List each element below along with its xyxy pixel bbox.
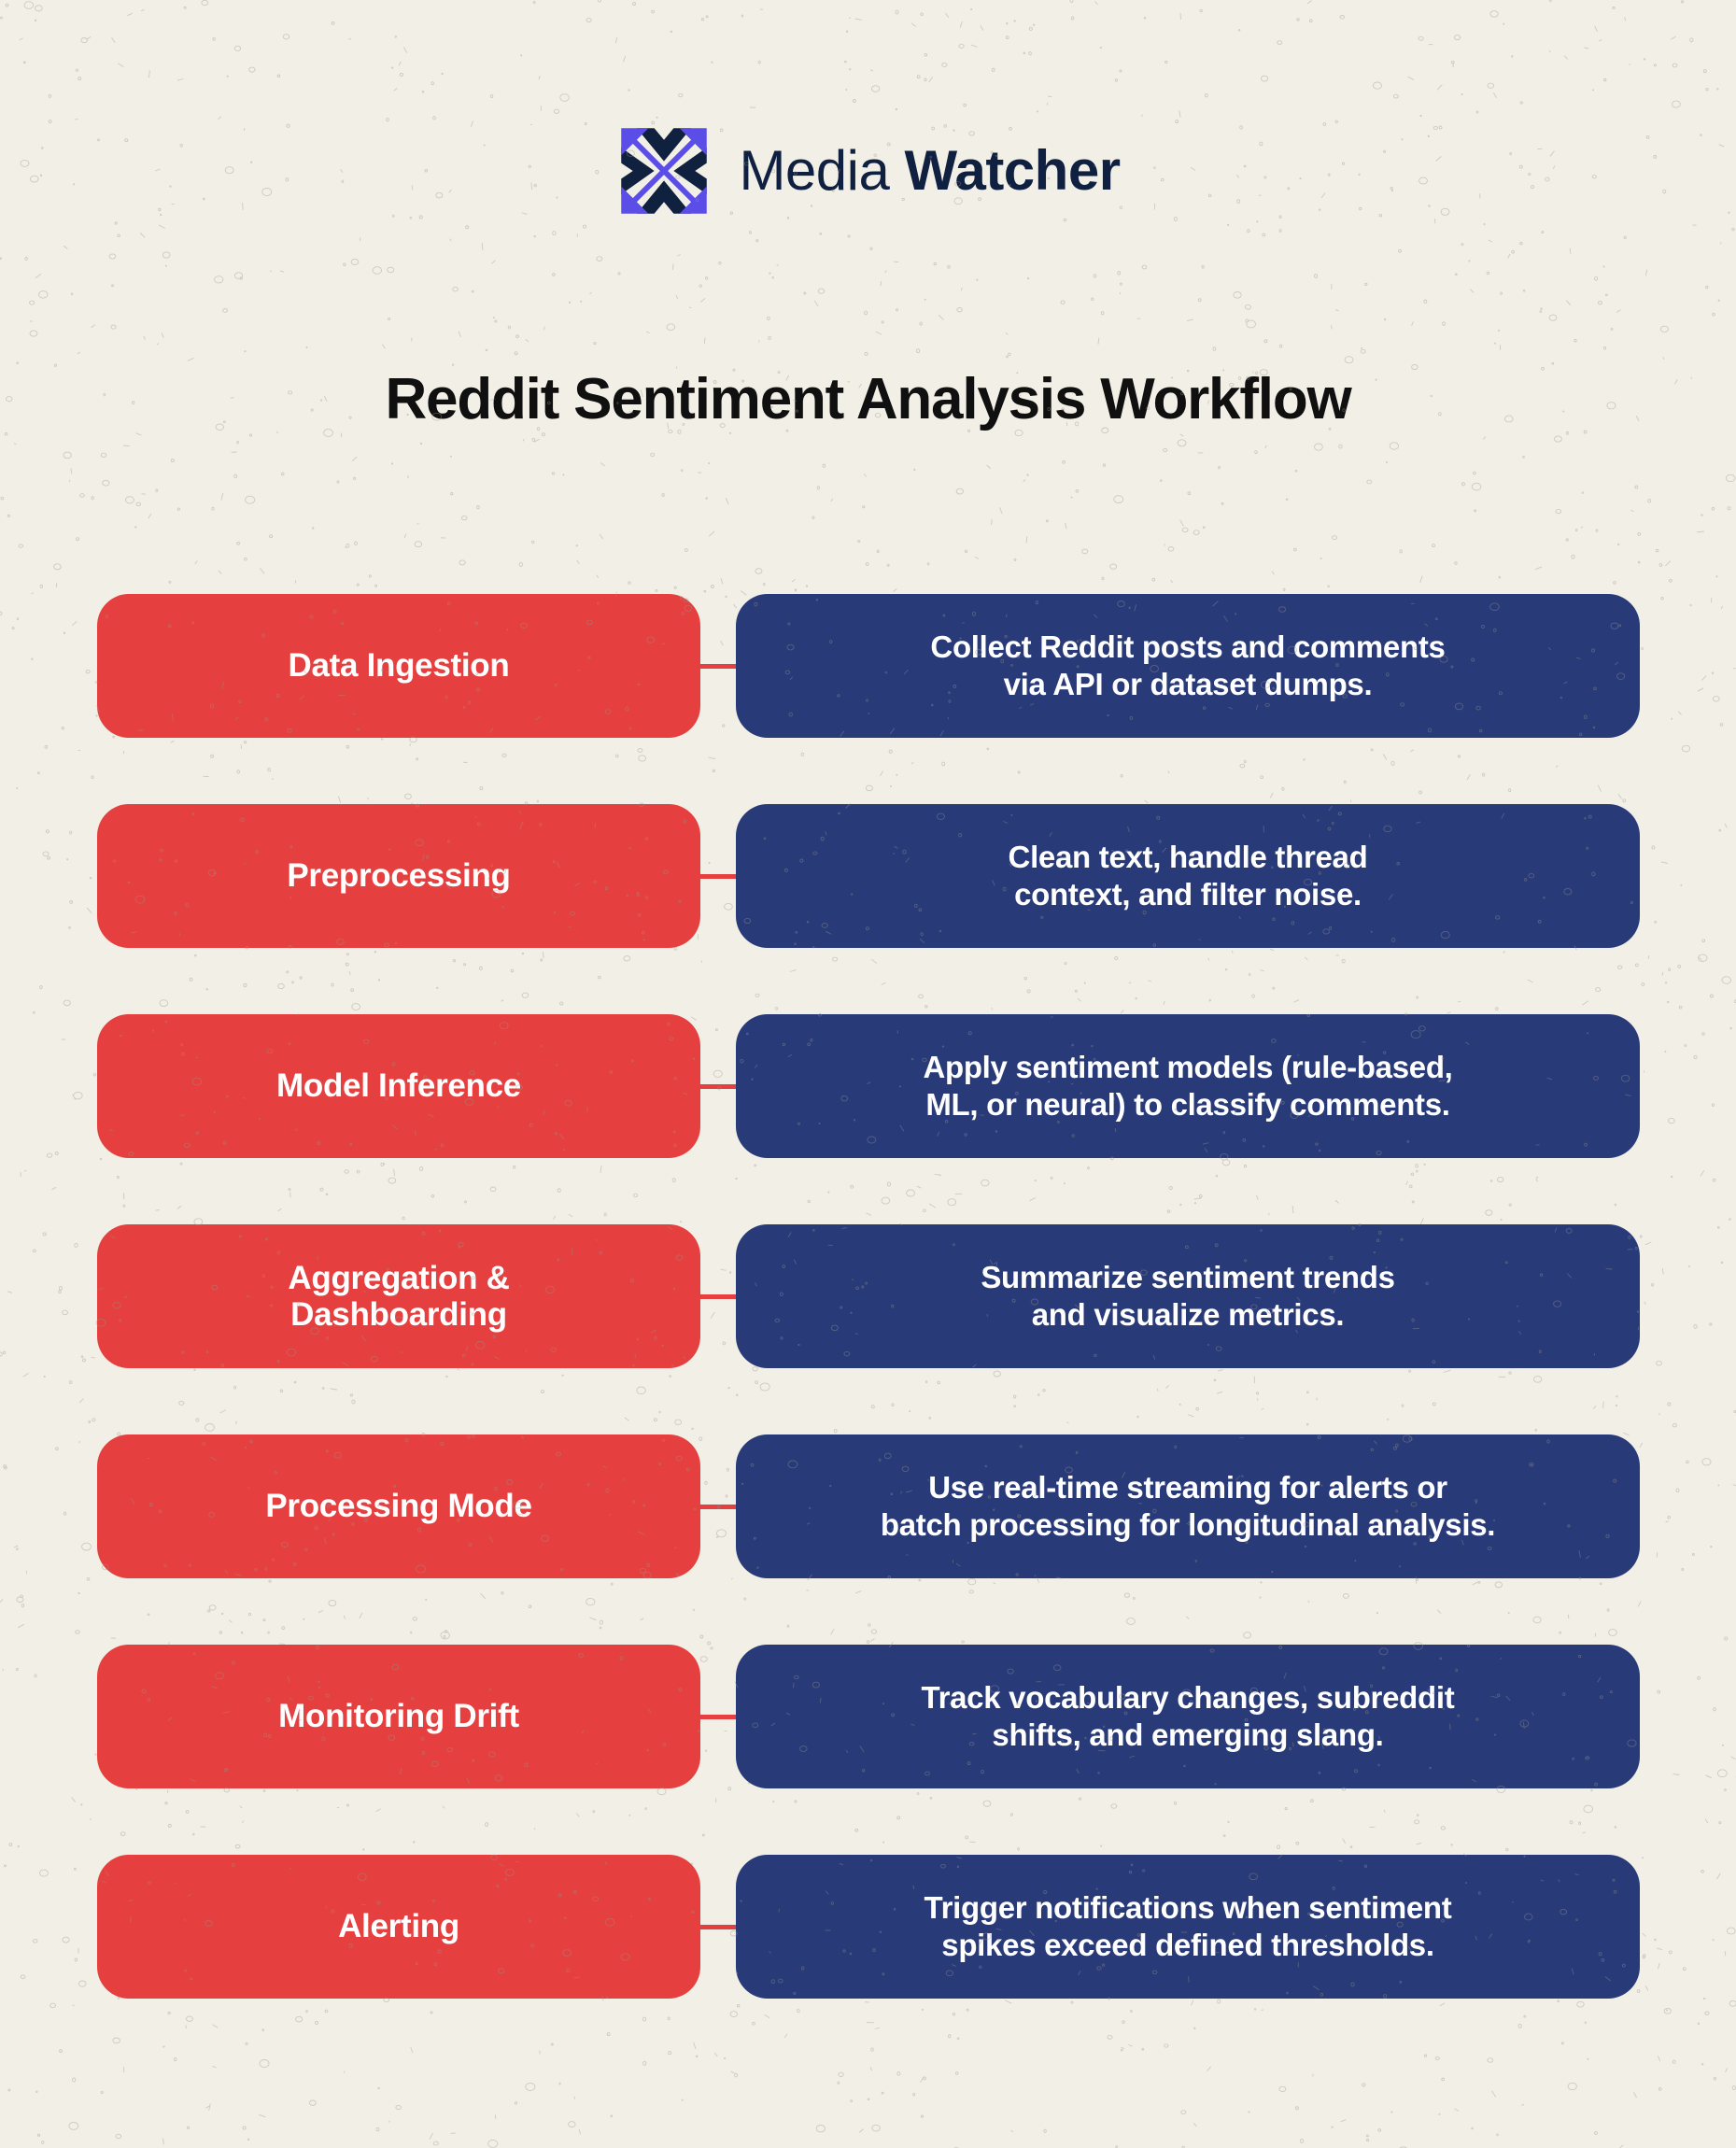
description-text: Clean text, handle thread context, and f… [1008, 839, 1368, 911]
description-text: Collect Reddit posts and comments via AP… [930, 629, 1446, 701]
step-box[interactable]: Processing Mode [97, 1434, 700, 1578]
description-box[interactable]: Summarize sentiment trends and visualize… [736, 1224, 1640, 1368]
description-text: Apply sentiment models (rule-based, ML, … [923, 1049, 1453, 1122]
connector-line [700, 1084, 736, 1089]
step-box[interactable]: Alerting [97, 1855, 700, 1999]
step-label: Preprocessing [287, 857, 511, 895]
connector-line [700, 1715, 736, 1719]
workflow-list: Data Ingestion Collect Reddit posts and c… [0, 594, 1736, 1999]
description-text: Track vocabulary changes, subreddit shif… [921, 1679, 1455, 1752]
brand-name-light: Media [739, 139, 890, 202]
workflow-row: Processing Mode Use real-time streaming f… [0, 1434, 1736, 1578]
workflow-row: Alerting Trigger notifications when senti… [0, 1855, 1736, 1999]
brand-name: Media Watcher [739, 143, 1121, 199]
workflow-row: Aggregation & Dashboarding Summarize sent… [0, 1224, 1736, 1368]
brand-header: Media Watcher [0, 120, 1736, 222]
connector-line [700, 1294, 736, 1299]
step-box[interactable]: Monitoring Drift [97, 1645, 700, 1788]
step-label: Aggregation & Dashboarding [288, 1259, 510, 1333]
description-box[interactable]: Apply sentiment models (rule-based, ML, … [736, 1014, 1640, 1158]
description-box[interactable]: Trigger notifications when sentiment spi… [736, 1855, 1640, 1999]
step-box[interactable]: Data Ingestion [97, 594, 700, 738]
step-label: Data Ingestion [288, 647, 510, 685]
description-text: Summarize sentiment trends and visualize… [981, 1259, 1395, 1332]
connector-line [700, 1505, 736, 1509]
workflow-row: Monitoring Drift Track vocabulary changes… [0, 1645, 1736, 1788]
connector-line [700, 1925, 736, 1929]
step-box[interactable]: Model Inference [97, 1014, 700, 1158]
step-label: Processing Mode [265, 1488, 532, 1525]
connector-line [700, 874, 736, 879]
brand-name-bold: Watcher [904, 139, 1122, 202]
step-label: Model Inference [276, 1067, 521, 1105]
description-box[interactable]: Collect Reddit posts and comments via AP… [736, 594, 1640, 738]
step-label: Monitoring Drift [278, 1698, 519, 1735]
step-label: Alerting [338, 1908, 459, 1945]
x-arrows-logo-icon [621, 128, 708, 214]
description-text: Use real-time streaming for alerts or ba… [880, 1469, 1496, 1542]
description-box[interactable]: Use real-time streaming for alerts or ba… [736, 1434, 1640, 1578]
step-box[interactable]: Preprocessing [97, 804, 700, 948]
workflow-row: Model Inference Apply sentiment models (r… [0, 1014, 1736, 1158]
workflow-row: Preprocessing Clean text, handle thread c… [0, 804, 1736, 948]
description-text: Trigger notifications when sentiment spi… [924, 1889, 1452, 1962]
description-box[interactable]: Track vocabulary changes, subreddit shif… [736, 1645, 1640, 1788]
page-title: Reddit Sentiment Analysis Workflow [385, 367, 1351, 431]
workflow-row: Data Ingestion Collect Reddit posts and c… [0, 594, 1736, 738]
description-box[interactable]: Clean text, handle thread context, and f… [736, 804, 1640, 948]
connector-line [700, 664, 736, 669]
step-box[interactable]: Aggregation & Dashboarding [97, 1224, 700, 1368]
